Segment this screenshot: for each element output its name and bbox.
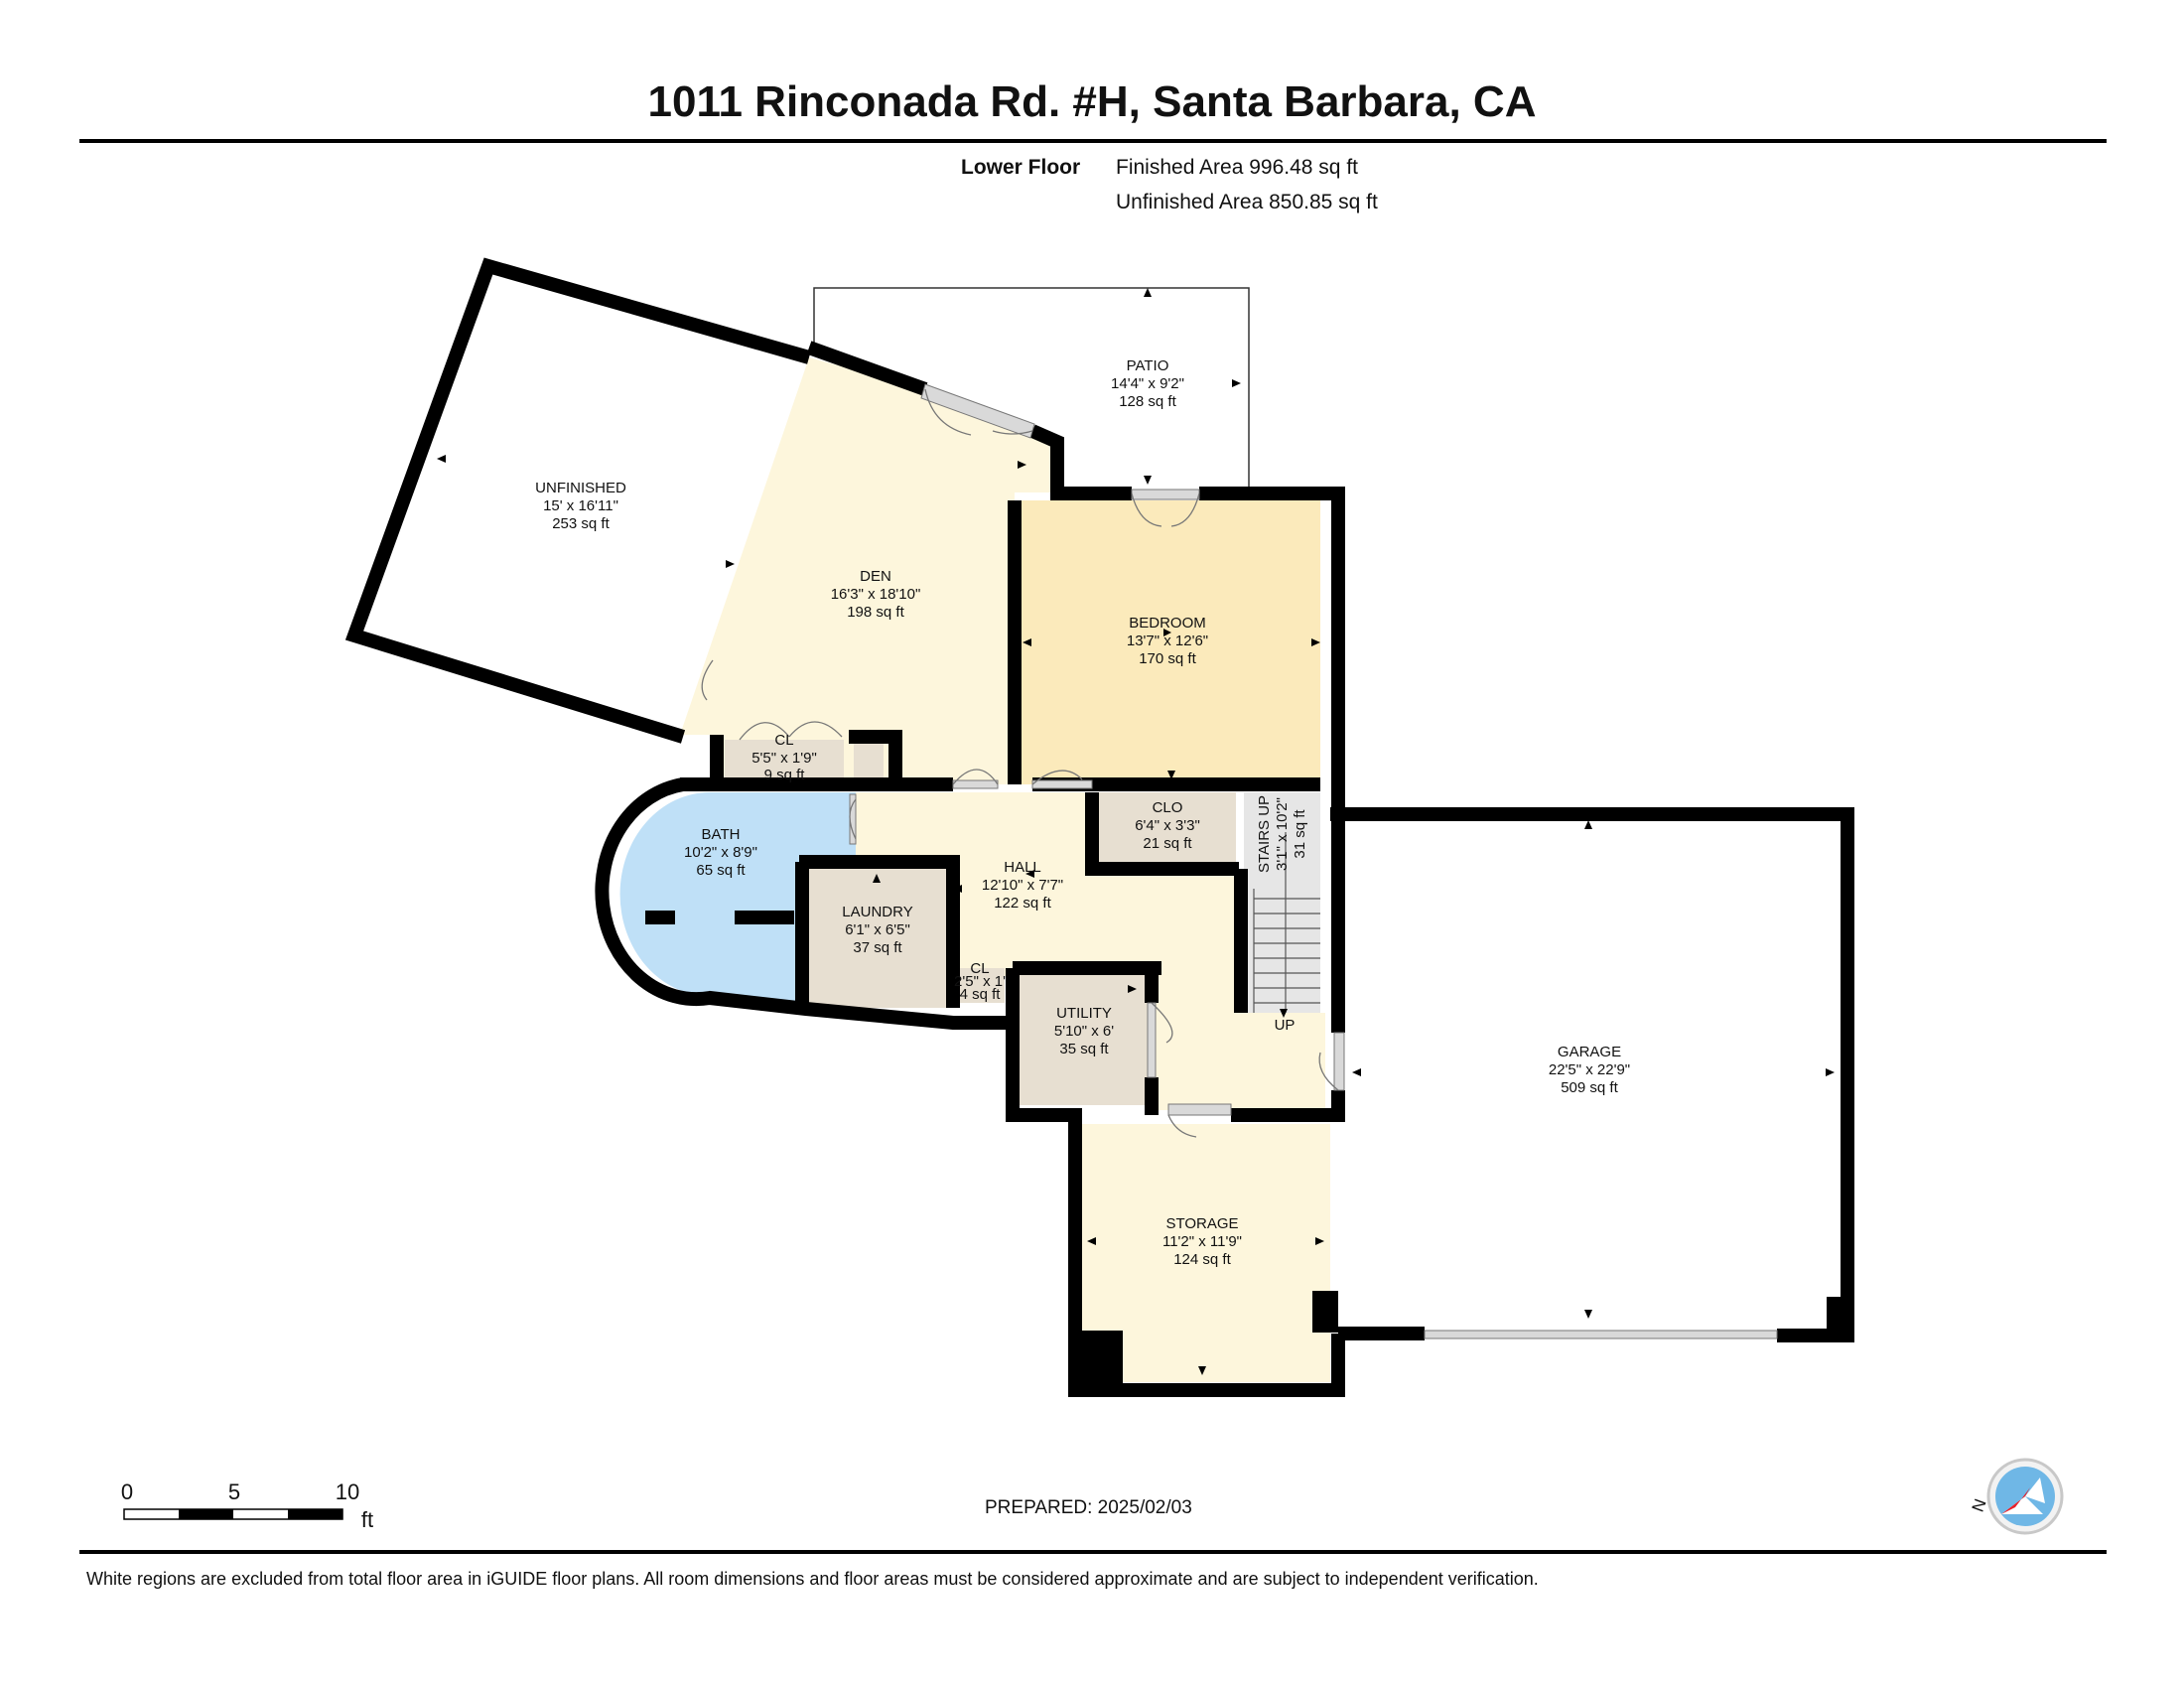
room-clo-dims: 6'4" x 3'3" bbox=[1135, 817, 1200, 834]
room-bath-area: 65 sq ft bbox=[696, 862, 746, 879]
room-cl-small-dims: 2'5" x 1' bbox=[954, 973, 1006, 990]
room-bedroom-area: 170 sq ft bbox=[1139, 650, 1196, 667]
scale-label-0: 0 bbox=[121, 1479, 133, 1504]
clo-fill bbox=[1097, 792, 1236, 862]
room-den-dims: 16'3" x 18'10" bbox=[831, 586, 921, 603]
room-hall-area: 122 sq ft bbox=[994, 895, 1051, 912]
floor-label: Lower Floor bbox=[961, 156, 1081, 179]
room-bedroom: BEDROOM 13'7" x 12'6" 170 sq ft bbox=[1127, 615, 1208, 667]
header-rule bbox=[79, 139, 2107, 143]
room-clo: CLO 6'4" x 3'3" 21 sq ft bbox=[1135, 799, 1200, 852]
room-cl-den-area: 9 sq ft bbox=[764, 767, 806, 783]
scale-label-5: 5 bbox=[228, 1479, 240, 1504]
patio-outline bbox=[813, 287, 1250, 498]
room-utility: UTILITY 5'10" x 6' 35 sq ft bbox=[1054, 1005, 1114, 1057]
scale-label-10: 10 bbox=[336, 1479, 359, 1504]
room-cl-small-name: CL bbox=[970, 960, 989, 977]
scale-bar: 0 5 10 ft bbox=[121, 1479, 373, 1532]
room-cl-den: CL 5'5" x 1'9" 9 sq ft bbox=[751, 732, 817, 783]
room-unfinished-name: UNFINISHED bbox=[535, 480, 626, 496]
stair-treads bbox=[1253, 832, 1320, 1013]
room-laundry-name: LAUNDRY bbox=[842, 904, 912, 920]
room-utility-name: UTILITY bbox=[1056, 1005, 1112, 1022]
room-cl-small: CL 2'5" x 1' 4 sq ft bbox=[954, 960, 1006, 1003]
page-title: 1011 Rinconada Rd. #H, Santa Barbara, CA bbox=[647, 77, 1537, 126]
room-bath: BATH 10'2" x 8'9" 65 sq ft bbox=[684, 826, 757, 879]
room-laundry-dims: 6'1" x 6'5" bbox=[845, 921, 910, 938]
room-stairs-name: STAIRS UP bbox=[1256, 795, 1273, 873]
room-cl-den-dims: 5'5" x 1'9" bbox=[751, 750, 817, 767]
room-unfinished-dims: 15' x 16'11" bbox=[543, 497, 618, 514]
door-swings bbox=[701, 388, 1339, 1138]
disclaimer: White regions are excluded from total fl… bbox=[86, 1569, 1539, 1589]
cl-small-fill bbox=[955, 968, 1005, 1003]
room-den: DEN 16'3" x 18'10" 198 sq ft bbox=[831, 568, 921, 621]
room-utility-dims: 5'10" x 6' bbox=[1054, 1023, 1114, 1040]
cl-den-fill bbox=[725, 740, 844, 781]
room-utility-area: 35 sq ft bbox=[1059, 1041, 1109, 1057]
room-hall-name: HALL bbox=[1004, 859, 1041, 876]
room-laundry-area: 37 sq ft bbox=[853, 939, 902, 956]
storage-side-block bbox=[1312, 1291, 1338, 1333]
room-hall-dims: 12'10" x 7'7" bbox=[982, 877, 1063, 894]
room-bath-dims: 10'2" x 8'9" bbox=[684, 844, 757, 861]
storage-fill bbox=[1082, 1124, 1330, 1382]
room-stairs: STAIRS UP 3'1" x 10'2" 31 sq ft bbox=[1256, 795, 1308, 873]
room-stairs-area: 31 sq ft bbox=[1292, 809, 1308, 859]
room-patio: PATIO 14'4" x 9'2" 128 sq ft bbox=[1111, 357, 1184, 410]
dimension-arrows bbox=[437, 288, 1835, 1375]
room-storage: STORAGE 11'2" x 11'9" 124 sq ft bbox=[1162, 1215, 1242, 1268]
room-bedroom-dims: 13'7" x 12'6" bbox=[1127, 633, 1208, 649]
room-garage: GARAGE 22'5" x 22'9" 509 sq ft bbox=[1549, 1044, 1630, 1096]
room-patio-name: PATIO bbox=[1127, 357, 1169, 374]
room-den-area: 198 sq ft bbox=[847, 604, 904, 621]
storage-corner-block bbox=[1068, 1331, 1123, 1390]
room-cl-den-name: CL bbox=[774, 732, 793, 749]
compass-north-label: N bbox=[1969, 1496, 1990, 1514]
doors bbox=[849, 383, 1778, 1339]
room-clo-area: 21 sq ft bbox=[1143, 835, 1192, 852]
room-stairs-dims: 3'1" x 10'2" bbox=[1274, 797, 1291, 871]
room-clo-name: CLO bbox=[1153, 799, 1183, 816]
room-garage-dims: 22'5" x 22'9" bbox=[1549, 1061, 1630, 1078]
room-patio-area: 128 sq ft bbox=[1119, 393, 1176, 410]
room-storage-name: STORAGE bbox=[1165, 1215, 1238, 1232]
room-hall: HALL 12'10" x 7'7" 122 sq ft bbox=[982, 859, 1063, 912]
room-cl-small-area: 4 sq ft bbox=[960, 986, 1002, 1003]
room-patio-dims: 14'4" x 9'2" bbox=[1111, 375, 1184, 392]
walls bbox=[344, 257, 1854, 1397]
prepared-date: PREPARED: 2025/02/03 bbox=[985, 1497, 1192, 1518]
room-laundry: LAUNDRY 6'1" x 6'5" 37 sq ft bbox=[842, 904, 912, 956]
room-bath-name: BATH bbox=[702, 826, 741, 843]
bedroom-fill bbox=[1015, 500, 1320, 784]
stairs-up-label: UP bbox=[1275, 1017, 1296, 1034]
compass-icon: N bbox=[1969, 1458, 2064, 1535]
room-unfinished-area: 253 sq ft bbox=[552, 515, 610, 532]
cl-tiny-fill bbox=[854, 740, 884, 781]
room-garage-name: GARAGE bbox=[1558, 1044, 1621, 1060]
finished-area: Finished Area 996.48 sq ft bbox=[1116, 156, 1358, 179]
scale-unit: ft bbox=[361, 1507, 373, 1532]
garage-side-block bbox=[1827, 1297, 1847, 1335]
room-garage-area: 509 sq ft bbox=[1561, 1079, 1618, 1096]
laundry-fill bbox=[806, 862, 951, 1008]
room-unfinished: UNFINISHED 15' x 16'11" 253 sq ft bbox=[535, 480, 626, 532]
den-fill bbox=[680, 357, 1052, 784]
room-storage-dims: 11'2" x 11'9" bbox=[1162, 1233, 1242, 1250]
stairs-fill bbox=[1244, 792, 1320, 1013]
room-bedroom-name: BEDROOM bbox=[1129, 615, 1206, 632]
footer-rule bbox=[79, 1550, 2107, 1554]
room-den-name: DEN bbox=[860, 568, 891, 585]
room-storage-area: 124 sq ft bbox=[1173, 1251, 1231, 1268]
unfinished-area: Unfinished Area 850.85 sq ft bbox=[1116, 191, 1378, 213]
